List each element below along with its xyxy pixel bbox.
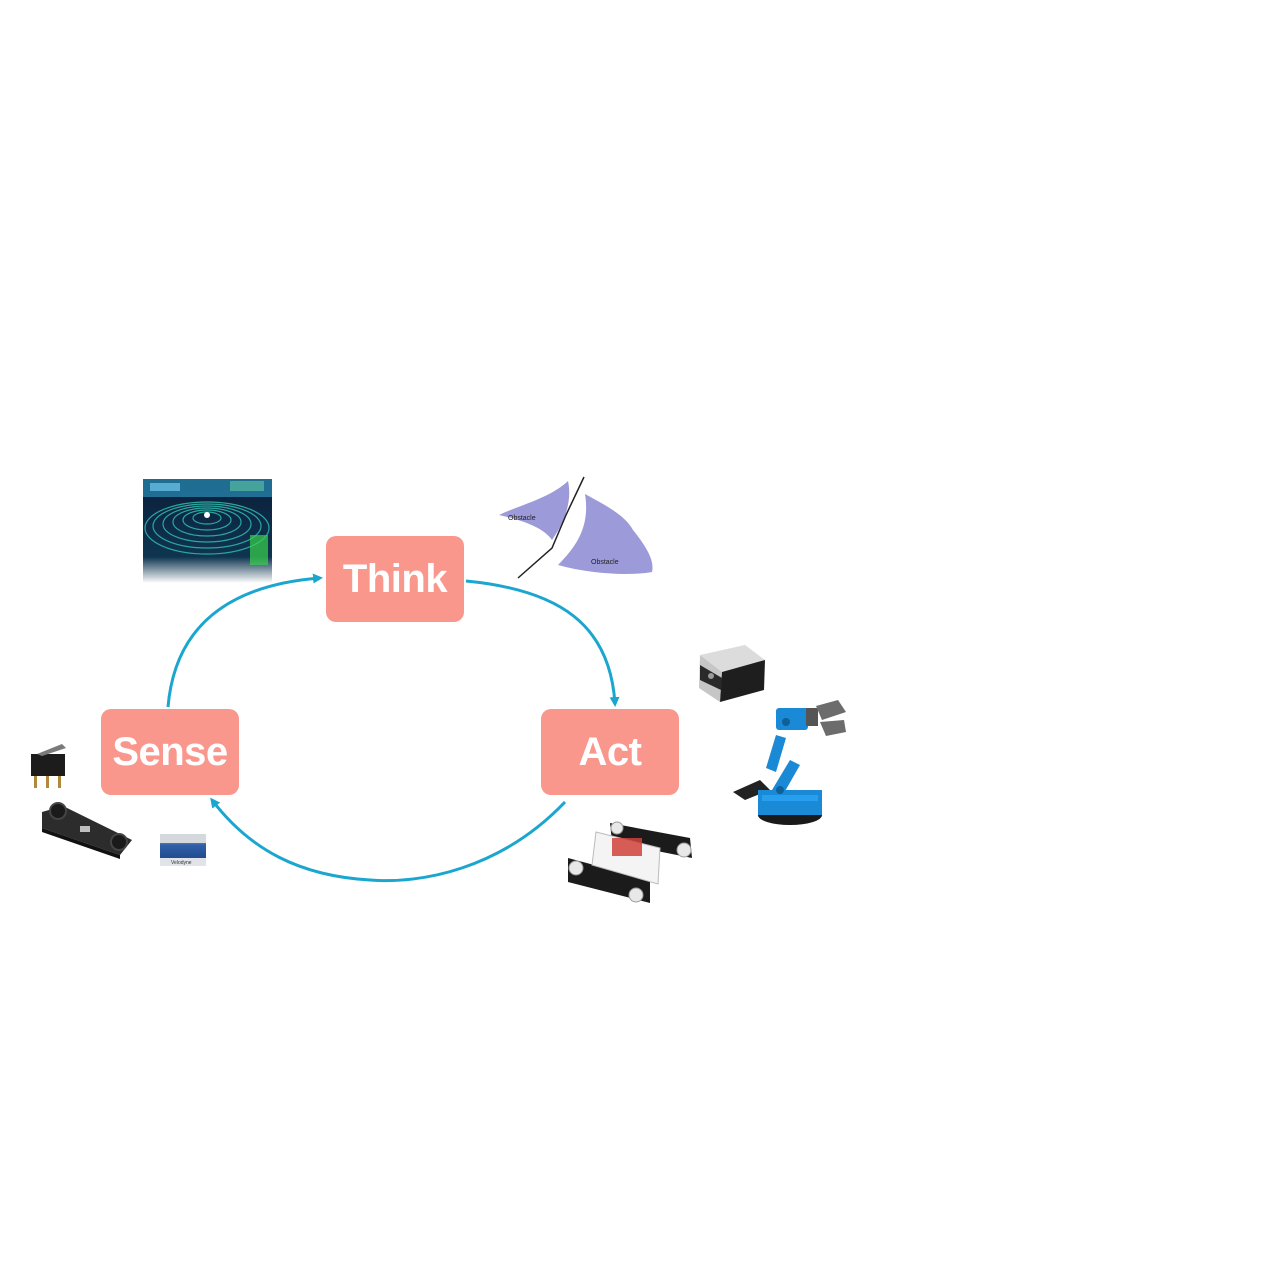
tracked-robot-chassis-icon [568,821,692,903]
think-node-label: Think [342,556,448,601]
arrow-think-to-act [465,579,620,707]
sense-node: Sense [101,709,239,795]
lidar-brand-label: Velodyne [171,860,192,866]
obstacle-shape-1 [499,481,570,540]
robot-arm-icon [733,700,846,825]
arrow-act-to-sense [210,797,567,883]
limit-switch-icon [31,744,66,788]
think-node: Think [326,536,464,622]
stepper-motor-icon [699,645,765,702]
act-node-label: Act [578,729,642,774]
path-planning-icon: Obstacle Obstacle [499,476,653,579]
obstacle-label-2: Obstacle [591,559,619,566]
obstacle-label-1: Obstacle [508,515,536,522]
sense-node-label: Sense [112,729,228,774]
act-node: Act [541,709,679,795]
arrow-sense-to-think [166,573,323,708]
lidar-point-cloud-image [143,479,272,583]
planned-path-line [517,476,585,579]
stereo-camera-board-icon [42,802,132,859]
obstacle-shape-2 [558,494,653,574]
lidar-sensor-icon: Velodyne [160,834,206,866]
